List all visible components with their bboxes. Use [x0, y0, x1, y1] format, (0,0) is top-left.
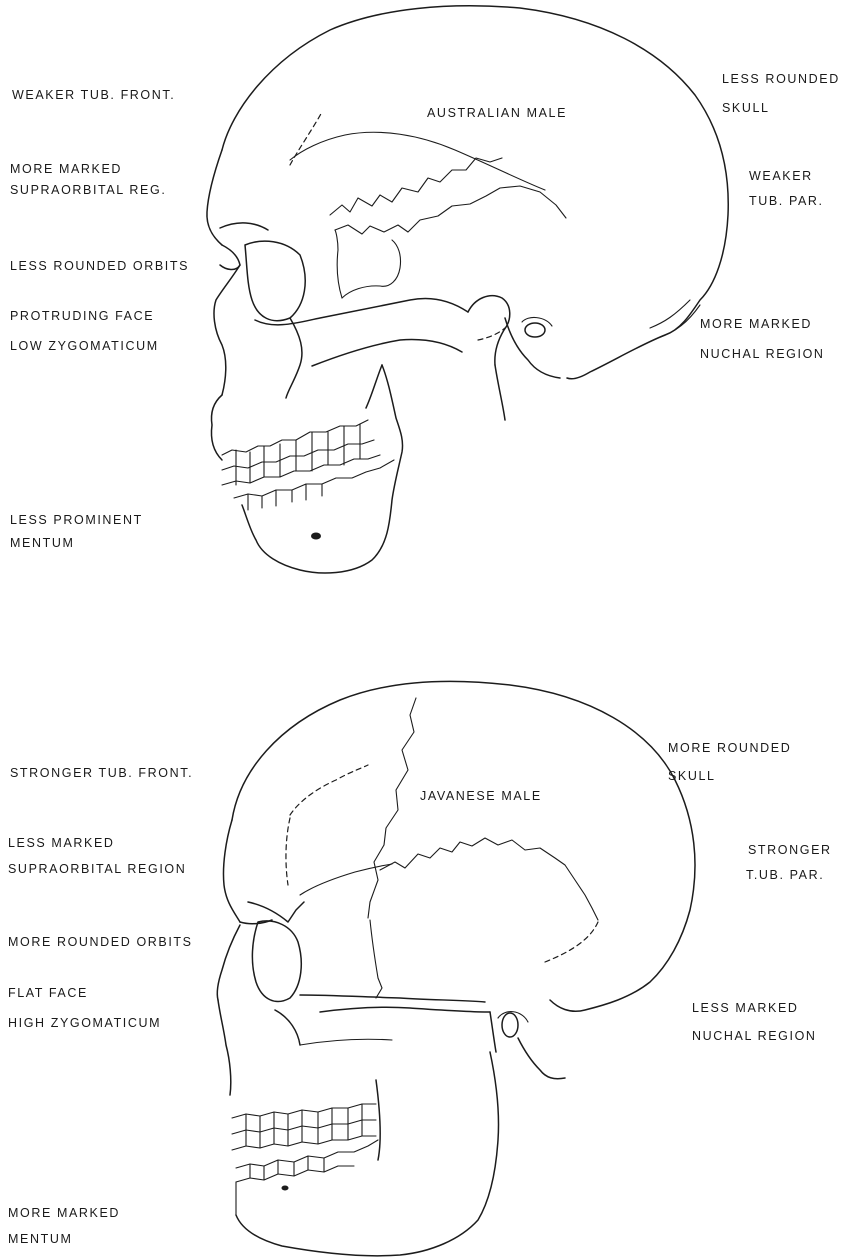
squamosal-suture	[335, 186, 566, 234]
frontal-profile	[207, 150, 222, 245]
label-skull-line2: SKULL	[722, 100, 770, 116]
label-mentum-line1: MORE MARKED	[8, 1205, 120, 1221]
label-face: FLAT FACE	[8, 985, 88, 1001]
australian-male-figure: AUSTRALIAN MALE WEAKER TUB. FRONT. MORE …	[0, 0, 851, 600]
label-nuchal-line1: LESS MARKED	[692, 1000, 799, 1016]
figure-title: JAVANESE MALE	[420, 789, 542, 803]
supraorbital-ridge	[220, 245, 240, 270]
label-skull-line1: MORE ROUNDED	[668, 740, 791, 756]
nasal-profile	[217, 925, 240, 1000]
label-skull-line2: SKULL	[668, 768, 716, 784]
label-nuchal-line1: MORE MARKED	[700, 316, 812, 332]
orbit-outline	[245, 241, 305, 321]
lower-teeth	[236, 1140, 378, 1168]
label-mentum-line1: LESS PROMINENT	[10, 512, 143, 528]
label-mentum-line2: MENTUM	[10, 535, 74, 551]
label-tub-par-line2: TUB. PAR.	[749, 193, 824, 209]
label-tub-par-line2: T.UB. PAR.	[746, 867, 824, 883]
external-auditory-meatus	[502, 1013, 518, 1037]
label-tub-par-line1: WEAKER	[749, 168, 813, 184]
orbit-outline	[252, 921, 301, 1001]
mastoid-process	[518, 1038, 565, 1079]
zygomatic-arch	[300, 995, 485, 1002]
label-supraorbital-line1: MORE MARKED	[10, 161, 122, 177]
label-supraorbital-line2: SUPRAORBITAL REGION	[8, 861, 186, 877]
label-tub-par-line1: STRONGER	[748, 842, 832, 858]
label-supraorbital-line1: LESS MARKED	[8, 835, 115, 851]
figure-title: AUSTRALIAN MALE	[427, 106, 567, 120]
squamosal-suture	[380, 838, 598, 920]
label-skull-line1: LESS ROUNDED	[722, 71, 840, 87]
label-tub-front: WEAKER TUB. FRONT.	[12, 87, 175, 103]
mental-foramen	[282, 1186, 289, 1191]
label-mentum-line2: MENTUM	[8, 1231, 72, 1247]
upper-teeth	[232, 1104, 376, 1118]
label-nuchal-line2: NUCHAL REGION	[700, 346, 825, 362]
coronal-suture	[330, 158, 502, 215]
label-orbits: MORE ROUNDED ORBITS	[8, 934, 193, 950]
frontal-profile	[223, 820, 240, 922]
label-nuchal-line2: NUCHAL REGION	[692, 1028, 817, 1044]
external-auditory-meatus	[525, 323, 545, 337]
temporal-line	[290, 132, 545, 190]
mental-foramen	[311, 533, 321, 540]
mandibular-condyle	[468, 296, 510, 365]
label-tub-front: STRONGER TUB. FRONT.	[10, 765, 193, 781]
javanese-male-figure: JAVANESE MALE STRONGER TUB. FRONT. LESS …	[0, 640, 851, 1258]
label-orbits: LESS ROUNDED ORBITS	[10, 258, 189, 274]
label-face: PROTRUDING FACE	[10, 308, 154, 324]
label-zygomaticum: HIGH ZYGOMATICUM	[8, 1015, 161, 1031]
mastoid-process	[505, 318, 560, 378]
mandible-outline	[236, 1052, 499, 1256]
label-supraorbital-line2: SUPRAORBITAL REG.	[10, 182, 166, 198]
coronal-suture	[368, 698, 416, 918]
zygomatic-arch	[255, 299, 468, 325]
upper-teeth	[222, 420, 368, 455]
label-zygomaticum: LOW ZYGOMATICUM	[10, 338, 159, 354]
nasal-profile	[214, 265, 240, 395]
